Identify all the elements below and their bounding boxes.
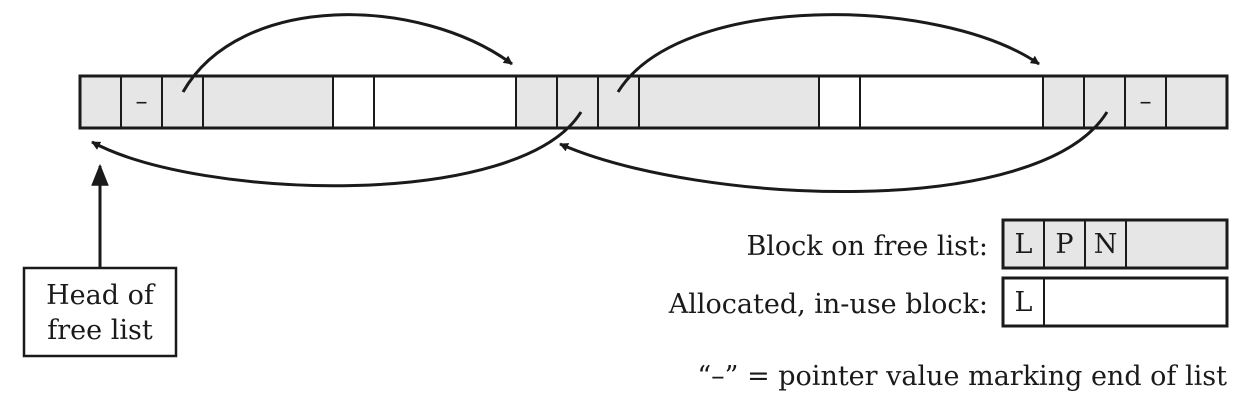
cell-payload (859, 75, 1044, 129)
head-of-free-list-box (22, 266, 178, 358)
legend-free-outline (1001, 218, 1229, 270)
legend-note: “–” = pointer value marking end of list (697, 361, 1227, 392)
cell-length (515, 75, 558, 129)
cell-length (818, 75, 861, 129)
memory-block-free-3: – (1042, 75, 1228, 129)
cell-next-pointer (161, 75, 204, 129)
head-box-line-1: Head of (46, 280, 156, 311)
legend-used-cell-text: L (1015, 287, 1033, 318)
memory-block-free-2 (515, 75, 820, 129)
cell-length (79, 75, 122, 129)
cell-payload (202, 75, 334, 129)
cell-prev-pointer (1083, 75, 1126, 129)
cell-payload (638, 75, 820, 129)
memory-block-used-2 (818, 75, 1044, 129)
legend-free-cell-text: N (1094, 229, 1118, 260)
prev-pointer-arrow-1 (91, 111, 583, 188)
legend-free-cell-text: L (1015, 229, 1033, 260)
end-marker-text: – (136, 87, 148, 115)
head-box-line-2: free list (47, 315, 153, 346)
next-pointer-arrow-1 (181, 13, 513, 93)
memory-block-used-1 (332, 75, 517, 129)
memory-block-free-1: – (79, 75, 334, 129)
legend-cell-payload (1125, 219, 1228, 269)
cell-next-pointer (597, 75, 640, 129)
cell-prev-pointer (556, 75, 599, 129)
cell-payload (373, 75, 517, 129)
legend-used-outline (1001, 276, 1229, 328)
cell-length (1042, 75, 1085, 129)
legend-used-block: L (1001, 276, 1229, 328)
end-marker-text: – (1140, 87, 1152, 115)
legend: Block on free list: L P N Allocated, in-… (668, 218, 1229, 392)
next-pointer-arrow-2 (616, 13, 1040, 93)
prev-pointer-arrow-2 (559, 111, 1109, 194)
cell-payload (1165, 75, 1228, 129)
legend-cell-p (1043, 219, 1086, 269)
memory-strip: – – (78, 74, 1229, 130)
memory-strip-outline (78, 74, 1229, 130)
legend-free-cell-text: P (1055, 229, 1073, 260)
legend-free-block: L P N (1001, 218, 1229, 270)
legend-cell-payload (1043, 277, 1228, 327)
legend-used-label: Allocated, in-use block: (668, 289, 988, 320)
legend-free-label: Block on free list: (746, 231, 988, 262)
cell-length (332, 75, 375, 129)
legend-cell-n (1084, 219, 1127, 269)
